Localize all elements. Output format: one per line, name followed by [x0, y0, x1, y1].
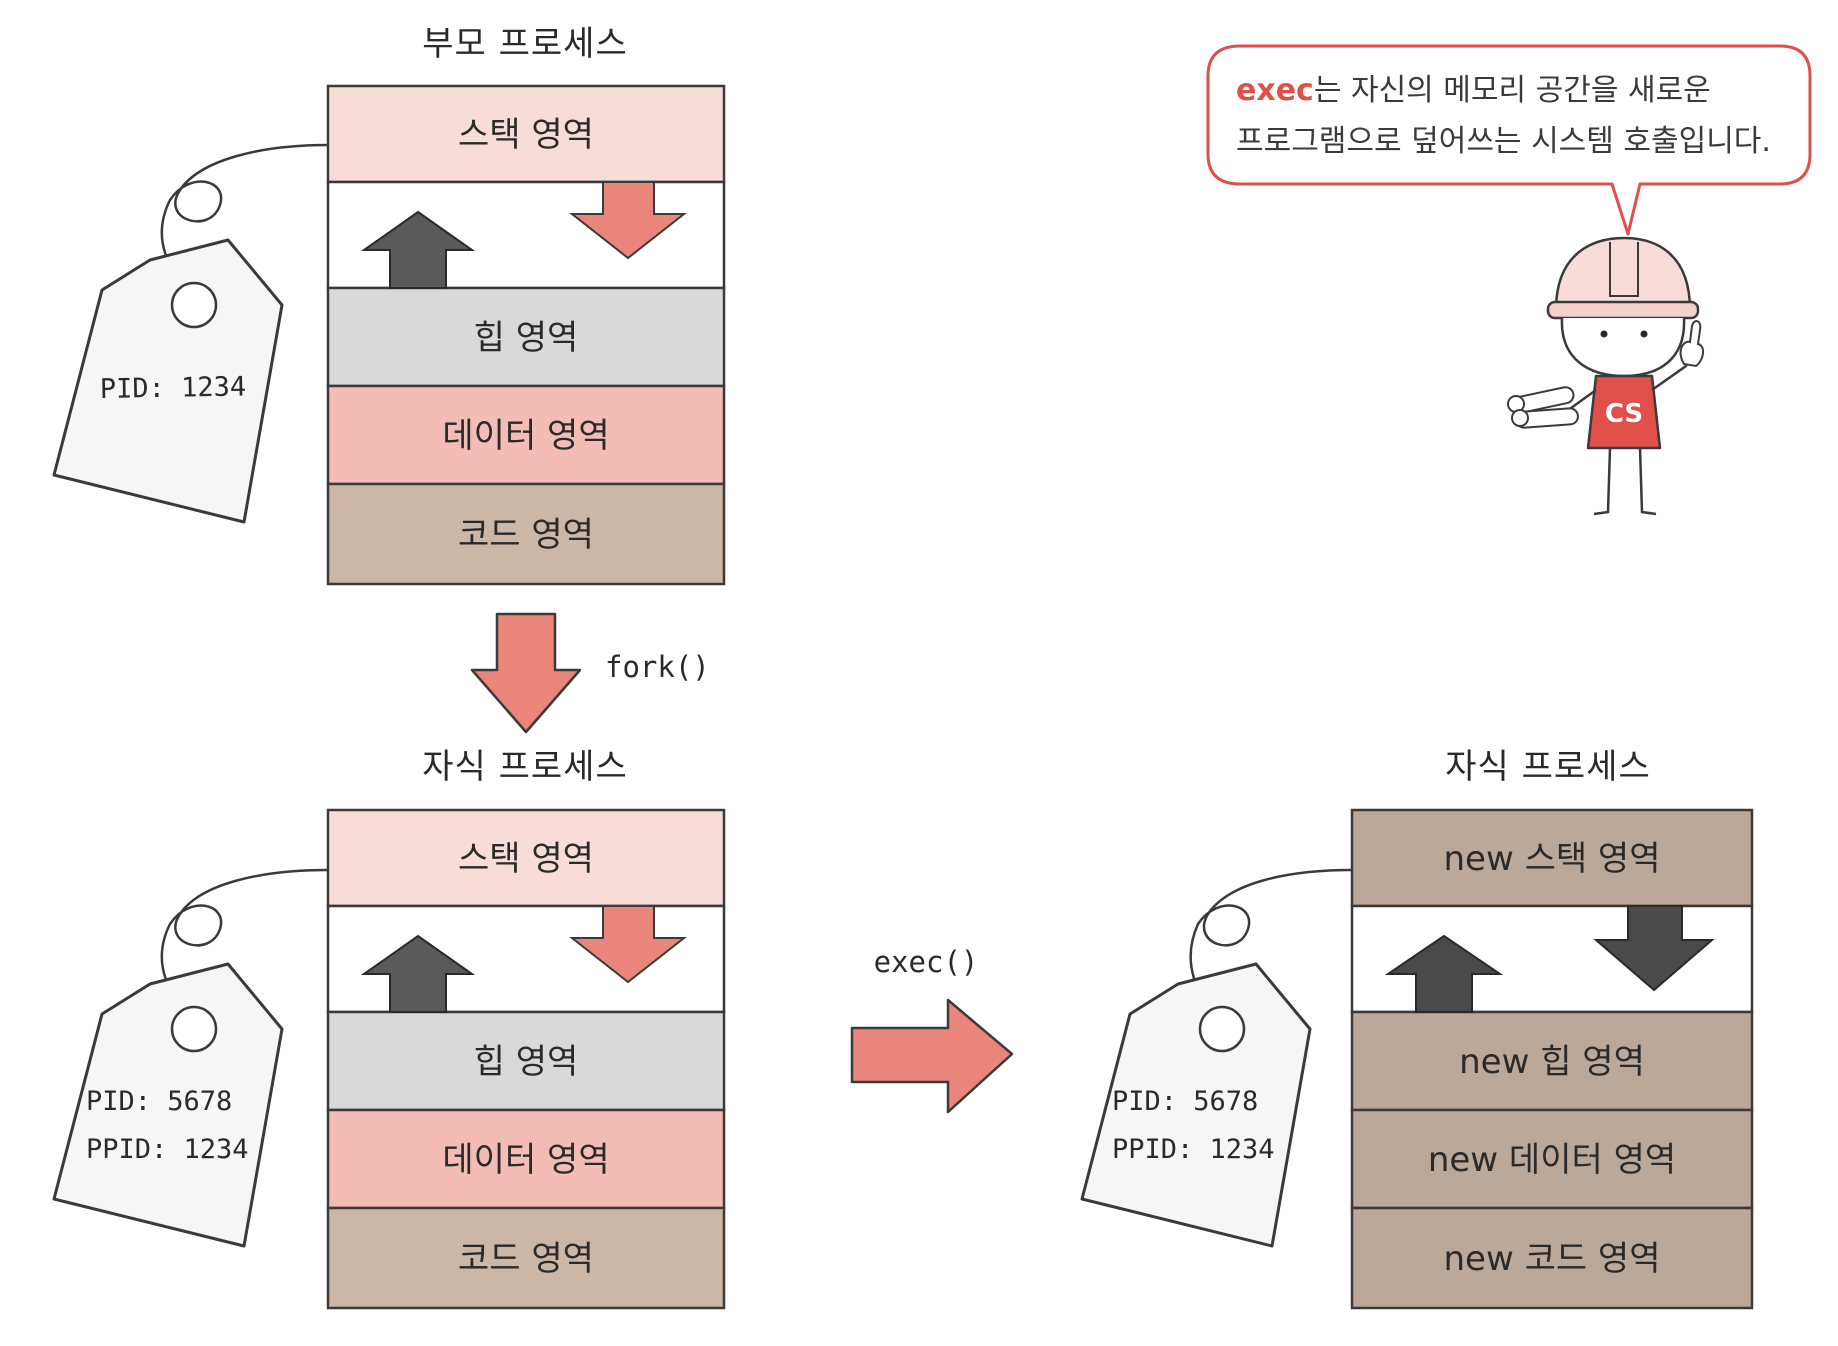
exec-child-process-title: 자식 프로세스	[1445, 747, 1651, 787]
parent-code-segment	[326, 482, 726, 586]
parent-tag-pid: PID: 1234	[100, 371, 247, 405]
parent-data-segment	[326, 384, 726, 486]
exec-child-code-segment	[1350, 1206, 1754, 1310]
exec-transition: exec()	[850, 945, 1014, 1114]
child-stack-grow-down-arrow	[569, 905, 687, 984]
mascot-eye-right	[1640, 330, 1648, 338]
parent-pid-tag	[52, 238, 284, 524]
child-code-label: 코드 영역	[458, 1239, 594, 1279]
mascot-eye-left	[1600, 330, 1608, 338]
fork-label: fork()	[605, 650, 710, 684]
speech-bubble: exec는 자신의 메모리 공간을 새로운 프로그램으로 덮어쓰는 시스템 호출…	[1206, 44, 1812, 236]
cs-mascot: CS	[1507, 236, 1704, 516]
exec-keyword: exec	[1236, 73, 1314, 108]
mascot-head	[1560, 317, 1686, 378]
parent-process: 부모 프로세스 스택 영역 힙 영역 데이터 영역 코드 영역 PID: 123…	[52, 24, 726, 586]
child-data-segment	[326, 1108, 726, 1210]
child-heap-segment	[326, 1010, 726, 1112]
child-tag-hole	[170, 1005, 218, 1053]
exec-arrow	[850, 998, 1014, 1114]
child-tag-pid: PID: 5678	[86, 1086, 232, 1117]
child-data-label: 데이터 영역	[442, 1140, 609, 1180]
child-pid-tag	[52, 962, 284, 1248]
fork-arrow	[470, 612, 582, 734]
speech-bubble-line2: 프로그램으로 덮어쓰는 시스템 호출입니다.	[1236, 124, 1771, 159]
parent-code-label: 코드 영역	[458, 515, 594, 555]
exec-child-tag-ppid: PPID: 1234	[1112, 1134, 1275, 1165]
exec-child-pid-tag	[1080, 962, 1312, 1248]
child-tag-string	[160, 868, 329, 1023]
parent-stack-segment	[326, 84, 726, 184]
child-heap-label: 힙 영역	[474, 1042, 579, 1082]
exec-child-tag-hole	[1198, 1005, 1246, 1053]
parent-heap-label: 힙 영역	[474, 318, 579, 358]
mascot-hardhat-ridge	[1609, 242, 1639, 297]
parent-stack-label: 스택 영역	[458, 115, 594, 155]
mascot-hardhat	[1554, 236, 1692, 312]
parent-tag-string	[160, 143, 329, 299]
mascot-leg-left	[1593, 447, 1612, 516]
parent-stack-grow-down-arrow	[569, 181, 687, 260]
exec-child-tag-pid: PID: 5678	[1112, 1086, 1258, 1117]
parent-tag-hole	[170, 281, 218, 329]
exec-child-data-label: new 데이터 영역	[1428, 1140, 1676, 1180]
speech-bubble-line1: exec는 자신의 메모리 공간을 새로운	[1236, 73, 1711, 108]
exec-child-stack-segment	[1350, 808, 1754, 908]
parent-process-title: 부모 프로세스	[422, 24, 628, 64]
child-heap-grow-up-arrow	[360, 934, 476, 1013]
exec-child-code-label: new 코드 영역	[1443, 1239, 1660, 1279]
speech-bubble-outline	[1206, 44, 1812, 236]
child-tag-ppid: PPID: 1234	[86, 1134, 249, 1165]
exec-label: exec()	[874, 945, 979, 979]
mascot-cs-badge: CS	[1605, 399, 1643, 429]
parent-heap-segment	[326, 286, 726, 388]
child-process: 자식 프로세스 스택 영역 힙 영역 데이터 영역 코드 영역 PID: 567…	[52, 747, 726, 1310]
speech-bubble-line1-rest: 는 자신의 메모리 공간을 새로운	[1314, 73, 1711, 108]
exec-child-tag-string	[1189, 868, 1353, 1023]
mascot-shirt	[1586, 374, 1662, 450]
fork-transition: fork()	[470, 612, 710, 734]
mascot-leg-right	[1638, 447, 1657, 516]
exec-child-heap-segment	[1350, 1010, 1754, 1112]
child-process-title: 자식 프로세스	[422, 747, 628, 787]
child-code-segment	[326, 1206, 726, 1310]
exec-child-heap-grow-up-arrow	[1384, 934, 1504, 1013]
exec-child-process: 자식 프로세스 new 스택 영역 new 힙 영역 new 데이터 영역 ne…	[1080, 747, 1754, 1310]
child-stack-label: 스택 영역	[458, 839, 594, 879]
exec-child-data-segment	[1350, 1108, 1754, 1210]
parent-heap-grow-up-arrow	[360, 210, 476, 289]
mascot-hardhat-brim	[1546, 300, 1700, 320]
exec-child-stack-label: new 스택 영역	[1443, 839, 1660, 879]
exec-child-stack-grow-down-arrow	[1593, 905, 1715, 992]
mascot-blueprint-rolls	[1507, 386, 1579, 429]
parent-data-label: 데이터 영역	[442, 416, 609, 456]
mascot-pointing-hand	[1679, 320, 1704, 368]
exec-child-heap-label: new 힙 영역	[1459, 1042, 1645, 1082]
